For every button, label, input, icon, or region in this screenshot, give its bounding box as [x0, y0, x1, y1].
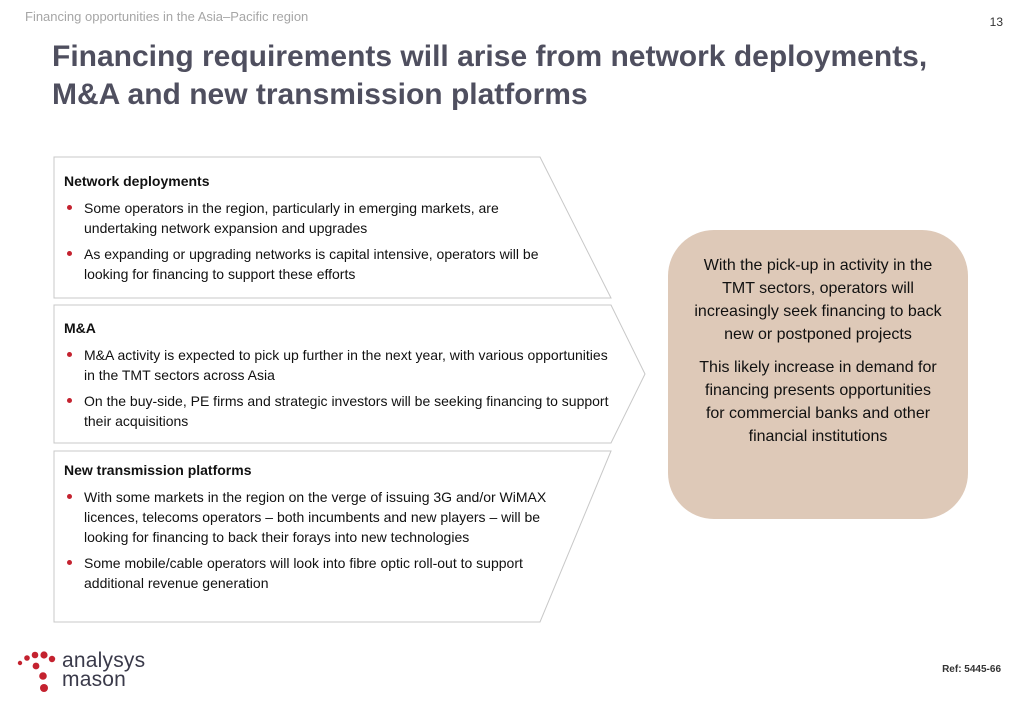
bullet-item: Some operators in the region, particular…: [64, 198, 574, 238]
bullet-item: M&A activity is expected to pick up furt…: [64, 345, 620, 385]
logo-line1: analysys: [62, 649, 146, 672]
analysys-mason-logo-icon: [17, 651, 56, 692]
new-transmission-platforms-box: New transmission platforms With some mar…: [64, 460, 559, 599]
bullet-dot-icon: [67, 205, 72, 210]
logo-wordmark: analysys mason: [62, 649, 146, 691]
bullet-dot-icon: [67, 560, 72, 565]
bullet-text: M&A activity is expected to pick up furt…: [84, 347, 608, 383]
bullet-dot-icon: [67, 398, 72, 403]
bullet-item: On the buy-side, PE firms and strategic …: [64, 391, 620, 431]
network-deployments-outline: [53, 156, 612, 299]
bullet-item: As expanding or upgrading networks is ca…: [64, 244, 574, 284]
reference-number: Ref: 5445-66: [942, 664, 1001, 675]
bullet-text: With some markets in the region on the v…: [84, 489, 547, 545]
ma-box: M&A M&A activity is expected to pick up …: [64, 318, 620, 437]
summary-callout: With the pick-up in activity in the TMT …: [668, 230, 968, 519]
ma-outline: [53, 304, 646, 444]
bullet-dot-icon: [67, 251, 72, 256]
box-heading: M&A: [64, 320, 96, 336]
bullet-dot-icon: [67, 352, 72, 357]
page-title: Financing requirements will arise from n…: [52, 40, 928, 111]
logo-line2: mason: [62, 668, 127, 691]
page-number: 13: [989, 15, 1003, 29]
section-label: Financing opportunities in the Asia–Paci…: [25, 9, 309, 24]
bullet-text: As expanding or upgrading networks is ca…: [84, 246, 539, 282]
box-heading: Network deployments: [64, 173, 210, 189]
callout-paragraph: This likely increase in demand for finan…: [699, 359, 937, 445]
bullet-text: On the buy-side, PE firms and strategic …: [84, 393, 609, 429]
network-deployments-box: Network deployments Some operators in th…: [64, 171, 574, 290]
callout-paragraph: With the pick-up in activity in the TMT …: [694, 257, 942, 343]
bullet-text: Some mobile/cable operators will look in…: [84, 555, 523, 591]
box-heading: New transmission platforms: [64, 462, 252, 478]
bullet-item: With some markets in the region on the v…: [64, 487, 559, 547]
bullet-item: Some mobile/cable operators will look in…: [64, 553, 559, 593]
bullet-text: Some operators in the region, particular…: [84, 200, 499, 236]
bullet-dot-icon: [67, 494, 72, 499]
new-transmission-outline: [53, 450, 612, 623]
